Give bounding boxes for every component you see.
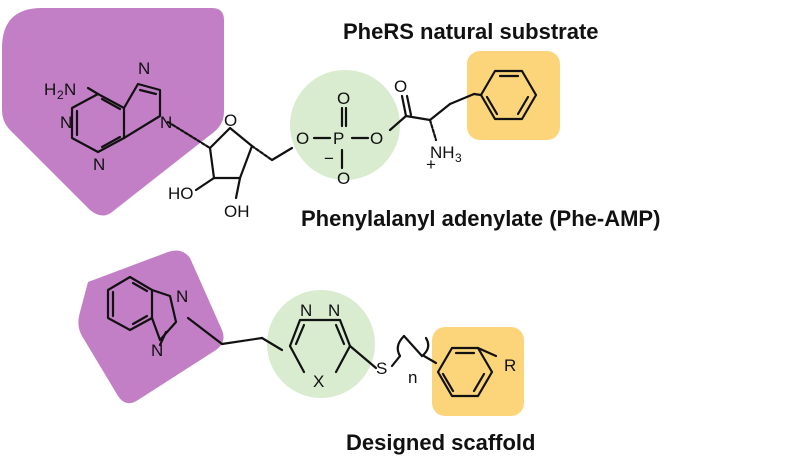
o-5prime: O (296, 129, 309, 148)
benz-n-top: N (176, 287, 188, 306)
h2n-label-n: N (64, 80, 76, 99)
caption-scaffold: Designed scaffold (346, 430, 535, 455)
ribose-o: O (224, 111, 237, 130)
heterocycle-highlight (267, 290, 375, 398)
aryl-highlight (432, 327, 524, 416)
heterocycle-n1: N (300, 301, 312, 320)
ho-label: HO (168, 184, 194, 203)
adenine-highlight (2, 8, 224, 216)
p-oxide: O (337, 169, 350, 188)
h2n-label-h: H (44, 80, 56, 99)
plus-charge: + (426, 155, 436, 174)
adenine-n7: N (138, 59, 150, 78)
chain-n-label: n (408, 368, 417, 387)
benz-n-bottom: N (151, 341, 163, 360)
minus-charge: − (324, 149, 334, 168)
phenyl-highlight (467, 51, 560, 140)
carbonyl-o: O (394, 77, 407, 96)
scaffold-highlights (78, 250, 524, 416)
o-anhydride: O (370, 129, 383, 148)
sulfur-label: S (376, 359, 387, 378)
p-oxo: O (337, 89, 350, 108)
adenine-n3: N (93, 155, 105, 174)
adenine-n1: N (60, 113, 72, 132)
phe-amp-highlights (2, 8, 560, 216)
benzimidazole-highlight (78, 250, 224, 404)
phosphorus: P (333, 129, 344, 148)
caption-adenylate: Phenylalanyl adenylate (Phe-AMP) (301, 206, 660, 231)
heterocycle-x: X (313, 372, 324, 391)
adenine-n9: N (160, 113, 172, 132)
oh-label: OH (224, 202, 250, 221)
scaffold-structure: N N N N X S n R (106, 275, 516, 398)
caption-natural-substrate: PheRS natural substrate (343, 19, 599, 44)
nh3-label: NH (430, 143, 455, 162)
h2n-label-sub: 2 (57, 88, 64, 102)
nh3-sub: 3 (455, 151, 462, 165)
heterocycle-n2: N (328, 301, 340, 320)
r-substituent: R (504, 356, 516, 375)
phe-amp-structure: H 2 N N N N N O HO OH O P O O − O O NH 3… (44, 59, 538, 221)
